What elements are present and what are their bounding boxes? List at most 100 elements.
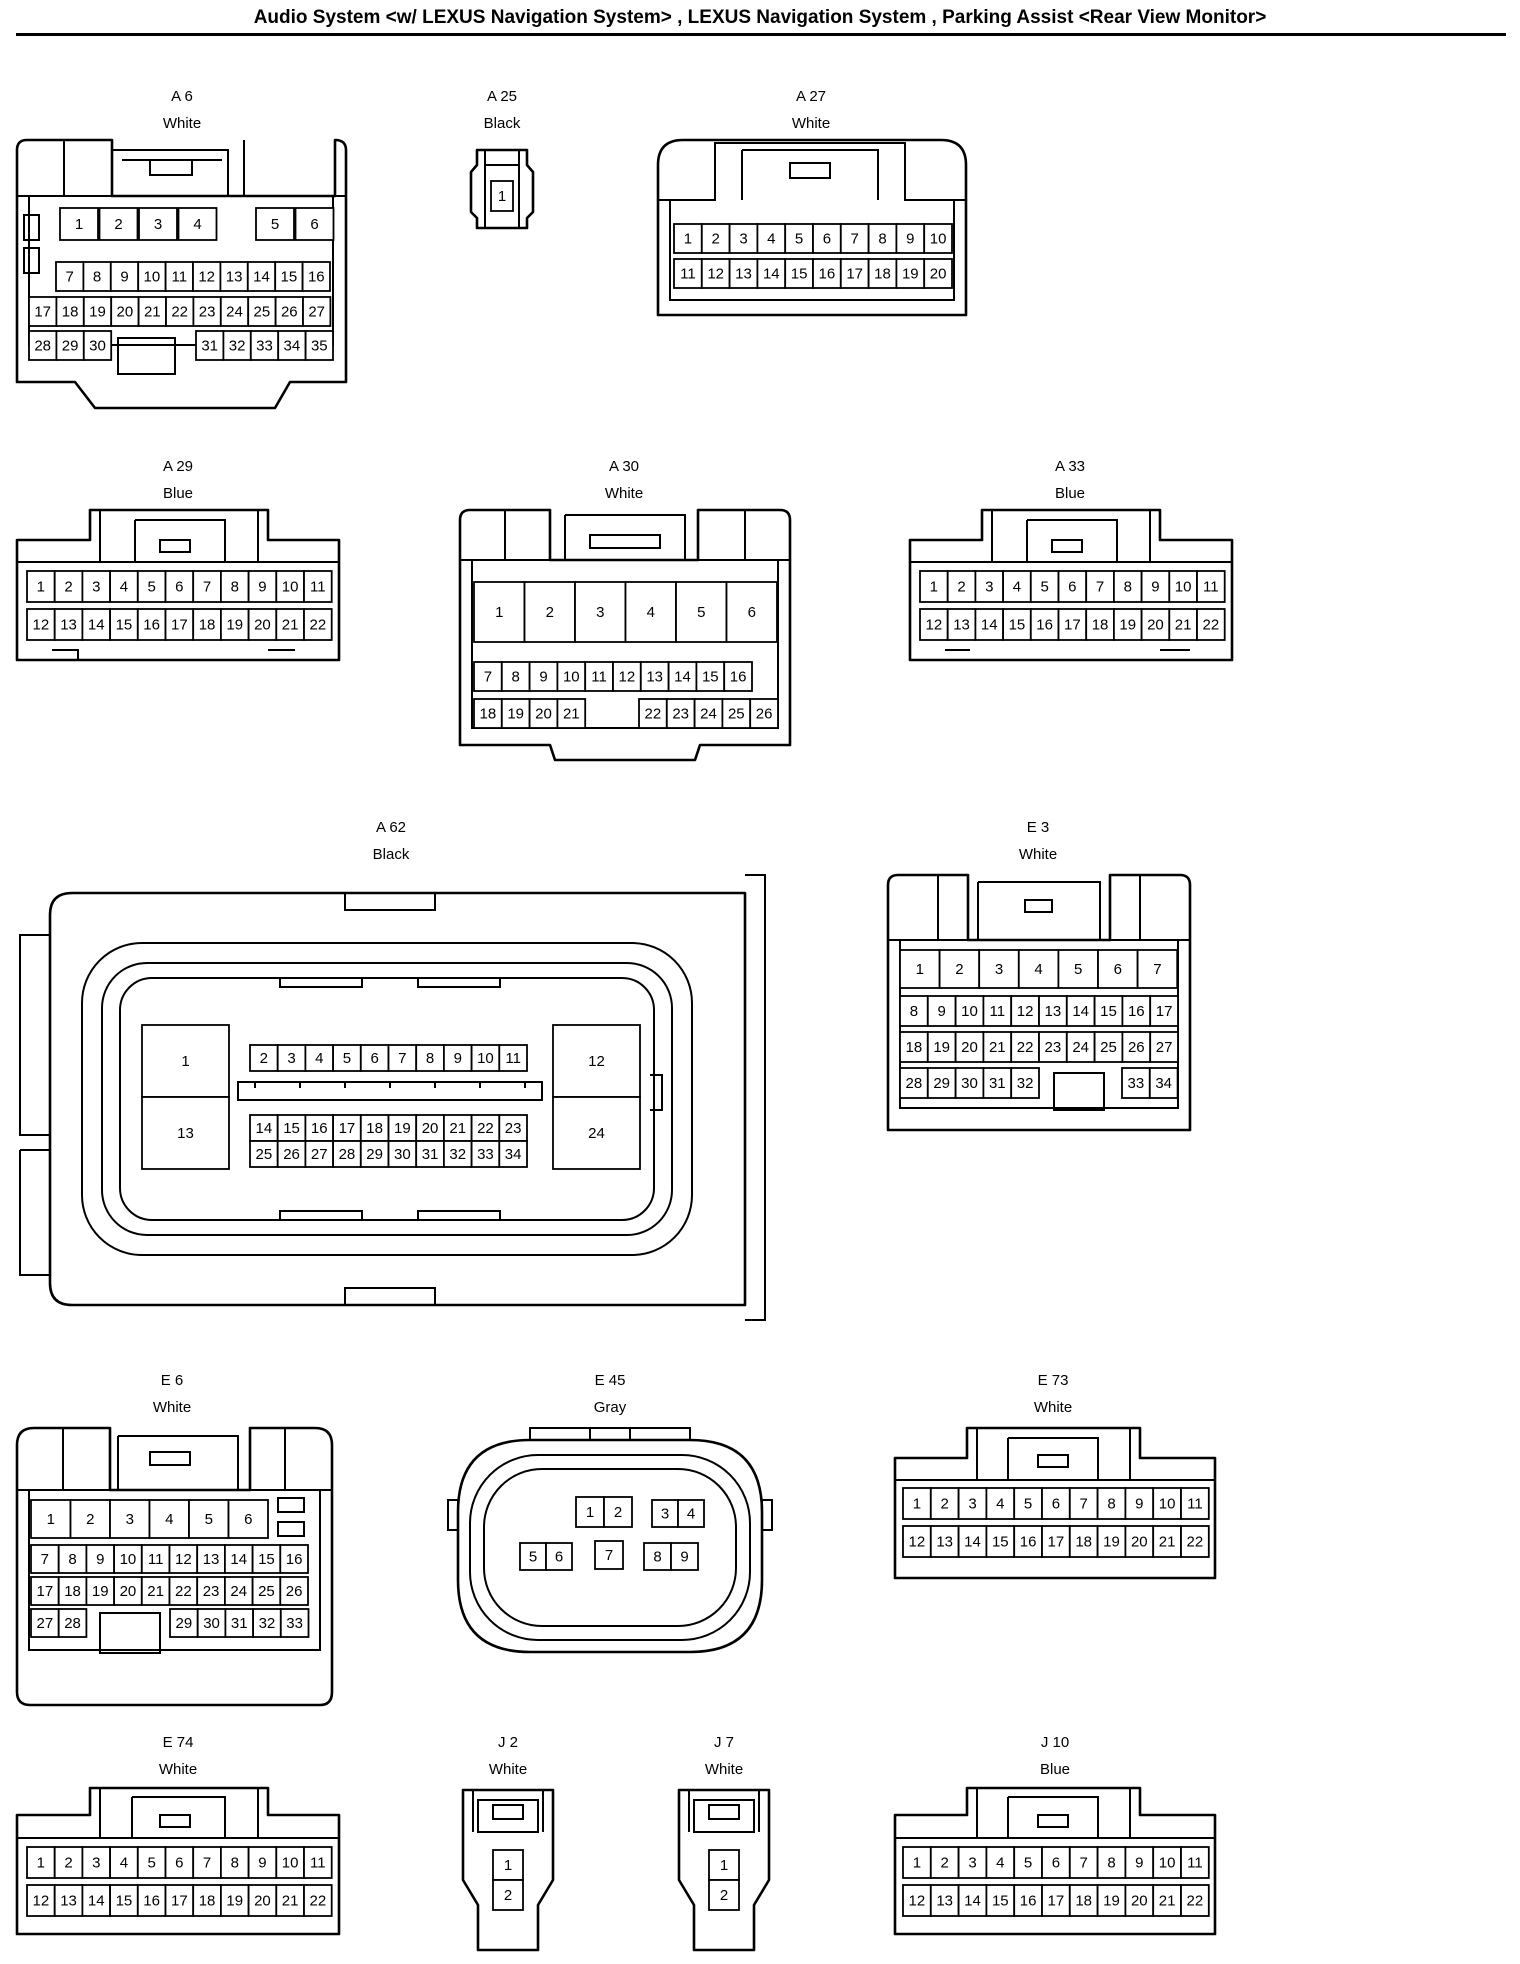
pin-cavity — [247, 608, 278, 641]
pin-number: 7 — [203, 579, 211, 596]
pin-number: 22 — [175, 1583, 192, 1600]
pin-number: 9 — [906, 231, 914, 248]
pin-cavity — [867, 223, 898, 254]
pin-number: 6 — [1114, 961, 1122, 978]
pin-number: 22 — [1187, 1534, 1204, 1551]
connector-E73-color: White — [1034, 1399, 1072, 1416]
pin-cavity — [470, 1044, 501, 1072]
pin-number: 15 — [992, 1893, 1009, 1910]
pin-cavity — [109, 1499, 151, 1539]
pin-cavity — [279, 1608, 310, 1638]
pin-cavity — [304, 1140, 334, 1168]
pin-cavity — [137, 261, 167, 292]
pin-cavity — [1121, 1031, 1152, 1063]
connector-J2-housing — [461, 1788, 555, 1952]
pin-cavity — [247, 296, 277, 327]
pin-number: 1 — [181, 1053, 189, 1070]
connector-A25-name: A 25 — [487, 88, 517, 105]
pin-number: 22 — [477, 1120, 494, 1137]
pin-number: 12 — [909, 1893, 926, 1910]
pin-cavity — [899, 1031, 929, 1063]
connector-J10-name: J 10 — [1041, 1734, 1069, 1751]
connector-A27-housing — [656, 138, 968, 317]
pin-number: 11 — [1187, 1855, 1203, 1872]
pin-cavity — [1002, 608, 1032, 641]
pin-number: 30 — [394, 1146, 411, 1163]
pin-number: 23 — [203, 1583, 220, 1600]
pin-number: 28 — [339, 1146, 356, 1163]
pin-number: 31 — [201, 338, 218, 355]
pin-number: 19 — [933, 1039, 950, 1056]
connector-A33-color: Blue — [1055, 485, 1085, 502]
pin-number: 7 — [605, 1547, 613, 1564]
pin-number: 15 — [281, 269, 298, 286]
pin-cavity — [895, 223, 926, 254]
pin-cavity — [985, 1487, 1016, 1520]
pin-cavity — [1017, 949, 1060, 989]
pin-cavity — [1180, 1487, 1210, 1520]
pin-cavity — [442, 1114, 473, 1142]
pin-number: 24 — [230, 1583, 247, 1600]
connector-E74-name: E 74 — [163, 1734, 194, 1751]
pin-number: 19 — [1103, 1534, 1120, 1551]
pin-number: 9 — [120, 269, 128, 286]
pin-number: 7 — [203, 1855, 211, 1872]
pin-cavity — [251, 1576, 282, 1606]
pin-cavity — [303, 1846, 333, 1879]
pin-number: 1 — [37, 579, 45, 596]
pin-number: 16 — [311, 1120, 328, 1137]
pin-number: 6 — [310, 216, 318, 233]
pin-cavity — [624, 581, 677, 643]
pin-cavity — [470, 1140, 501, 1168]
pin-number: 14 — [230, 1551, 247, 1568]
pin-number: 10 — [1159, 1496, 1176, 1513]
pin-number: 27 — [308, 304, 325, 321]
pin-number: 13 — [177, 1125, 194, 1142]
pin-number: 15 — [116, 617, 133, 634]
pin-number: 12 — [33, 617, 50, 634]
pin-number: 23 — [199, 304, 216, 321]
pin-number: 4 — [193, 216, 201, 233]
pin-cavity — [387, 1044, 418, 1072]
pin-cavity — [140, 1576, 171, 1606]
pin-cavity — [670, 1542, 699, 1571]
pin-cavity — [26, 1846, 56, 1879]
pin-cavity — [164, 1884, 195, 1917]
pin-number: 11 — [310, 1855, 326, 1872]
pin-cavity — [667, 661, 698, 692]
pin-number: 25 — [258, 1583, 275, 1600]
pin-number: 18 — [62, 304, 79, 321]
pin-number: 3 — [968, 1855, 976, 1872]
pin-cavity — [473, 581, 526, 643]
pin-cavity — [168, 1576, 199, 1606]
pin-number: 1 — [75, 216, 83, 233]
pin-number: 18 — [906, 1039, 923, 1056]
connector-A62-color: Black — [373, 846, 410, 863]
pin-number: 12 — [33, 1893, 50, 1910]
pin-cavity — [82, 330, 113, 361]
pin-cavity — [85, 1576, 116, 1606]
pin-number: 7 — [41, 1551, 49, 1568]
pin-number: 12 — [175, 1551, 192, 1568]
pin-cavity — [137, 296, 167, 327]
pin-number: 18 — [480, 706, 497, 723]
pin-cavity — [784, 258, 814, 289]
connector-E74-housing — [15, 1786, 341, 1936]
pin-cavity — [28, 296, 58, 327]
pin-number: 1 — [495, 604, 503, 621]
connector-J7-color: White — [705, 1761, 743, 1778]
connector-A25-color: Black — [484, 115, 521, 132]
pin-cavity — [249, 1140, 279, 1168]
pin-number: 17 — [34, 304, 51, 321]
pin-number: 15 — [258, 1551, 275, 1568]
pin-cavity — [168, 1544, 199, 1574]
pin-number: 12 — [1017, 1003, 1034, 1020]
pin-number: 2 — [712, 231, 720, 248]
